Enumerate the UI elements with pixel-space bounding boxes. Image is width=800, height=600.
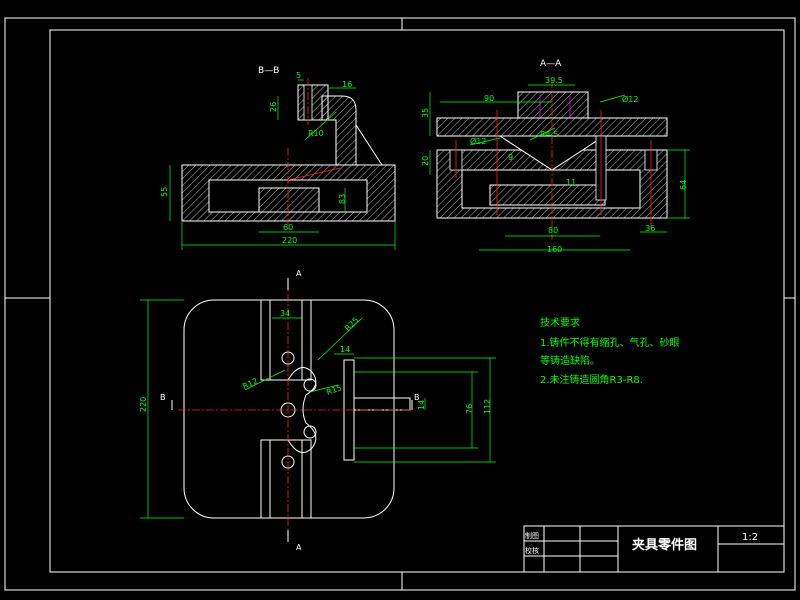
dim-texts-bb: 220 60 55 83 26 16 5 R10 [160,71,352,245]
view-label-aa: A—A [540,59,562,69]
tb-label-draw: 制图 [525,531,539,540]
inner-border [49,29,785,573]
cut-label-a-bottom: A [296,543,302,552]
dim-plan-220: 220 [139,397,148,412]
notes-title: 技术要求 [540,316,580,329]
dim-r12: R12 [241,376,259,391]
rail-top-inner [269,299,303,381]
dim-r25: R25 [343,316,361,334]
dim-r45-leader [529,127,556,141]
dim-16: 16 [342,80,352,89]
plan-view: A A B B 220 76 112 14 [139,269,496,552]
dim-76: 76 [465,404,474,414]
dim-34: 34 [280,309,290,318]
rail-bottom [260,439,312,519]
top-clamp [297,84,329,121]
rib-line [355,124,383,166]
notes-line-1a: 1.铸件不得有缩孔、气孔、砂眼 [540,336,680,349]
dim-220: 220 [282,236,297,245]
cut-markers [171,278,413,542]
technical-notes: 技术要求 1.铸件不得有缩孔、气孔、砂眼 等铸造缺陷。 2.未注铸造圆角R3-R… [540,316,680,386]
dim-64: 64 [679,180,688,190]
dim-texts-plan: 220 76 112 14 34 R25 14 R12 R15 [139,309,492,414]
dim-9: 9 [508,153,513,162]
title-block [523,525,785,573]
sheet-border [4,17,796,591]
dim-r10-leader [304,111,337,141]
hole-right-upper [303,378,317,392]
dim-35: 35 [421,108,430,118]
plan-centerlines [178,280,410,540]
tb-drawing-name: 夹具零件图 [632,537,697,553]
cut-label-b-right: B [414,393,420,402]
section-view-aa: A—A [421,59,690,254]
hole-right-lower [303,425,317,439]
tb-label-check: 校核 [525,546,539,555]
title-block-text: 制图 校核 夹具零件图 1:2 [525,531,758,555]
cut-label-b-left: B [160,393,166,402]
dim-14-top: 14 [340,345,350,354]
tb-scale: 1:2 [742,532,758,543]
dim-26: 26 [269,102,278,112]
dim-80: 80 [548,226,558,235]
dim-112: 112 [483,399,492,414]
cut-marker-labels: A A B B [160,269,420,552]
pin-boss [353,397,411,411]
top-boss [517,91,589,119]
dim-r10: R10 [308,129,324,138]
dim-160: 160 [547,245,562,254]
dim-55: 55 [160,187,169,197]
dim-phi12-leader-mid [469,137,501,146]
rail-bottom-inner [269,439,303,519]
dim-r15-leader [309,384,339,393]
plan-outline [183,299,395,519]
outer-border [4,17,796,591]
dim-60: 60 [283,223,293,232]
dim-14-right: 14 [417,400,426,410]
dim-36: 36 [645,224,655,233]
notes-line-2: 2.未注铸造圆角R3-R8. [540,373,643,386]
thread-line [287,167,341,181]
dims-aa [429,84,690,251]
support-post [321,95,357,166]
body-insert [489,184,606,206]
dim-phi12-leader-top [599,94,626,103]
section-view-bb: B—B 220 60 55 83 [160,66,396,250]
cut-label-a-top: A [296,269,302,278]
dim-r25-leader [317,317,363,361]
dim-phi12-mid: Ø12 [470,136,486,146]
dim-83: 83 [338,194,347,204]
notes-line-1b: 等铸造缺陷。 [540,354,600,367]
dim-395: 39.5 [545,76,563,85]
plan-rails [260,299,411,519]
dims-plan [140,299,496,519]
dim-r45: R4.5 [540,130,558,139]
center-lobes [287,367,317,453]
dim-r12-leader [244,369,286,391]
view-label-bb: B—B [258,66,279,76]
center-block [258,187,320,213]
dim-20: 20 [421,156,430,166]
dim-11: 11 [566,178,576,187]
dim-phi12-top: Ø12 [622,94,638,104]
dims-bb [169,79,396,250]
dim-5: 5 [296,71,301,80]
dim-texts-aa: 160 80 90 39.5 Ø12 35 20 Ø12 R4.5 9 11 6… [421,76,688,254]
title-block-frame [523,525,785,573]
dim-r15: R15 [325,383,343,397]
dim-90: 90 [484,94,494,103]
